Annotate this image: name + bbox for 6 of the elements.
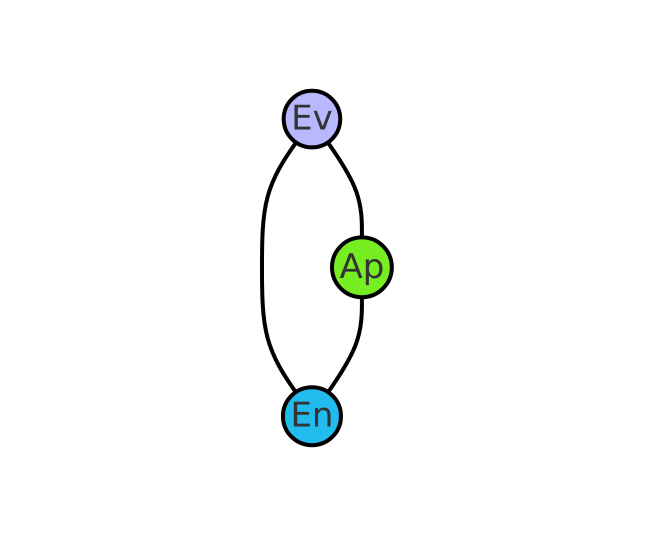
node-circle: Ev [282,88,342,150]
connector [326,297,364,394]
connector [260,141,298,394]
node-circle: Ap [330,235,394,300]
node-circle: En [281,385,344,448]
connector [326,141,364,238]
